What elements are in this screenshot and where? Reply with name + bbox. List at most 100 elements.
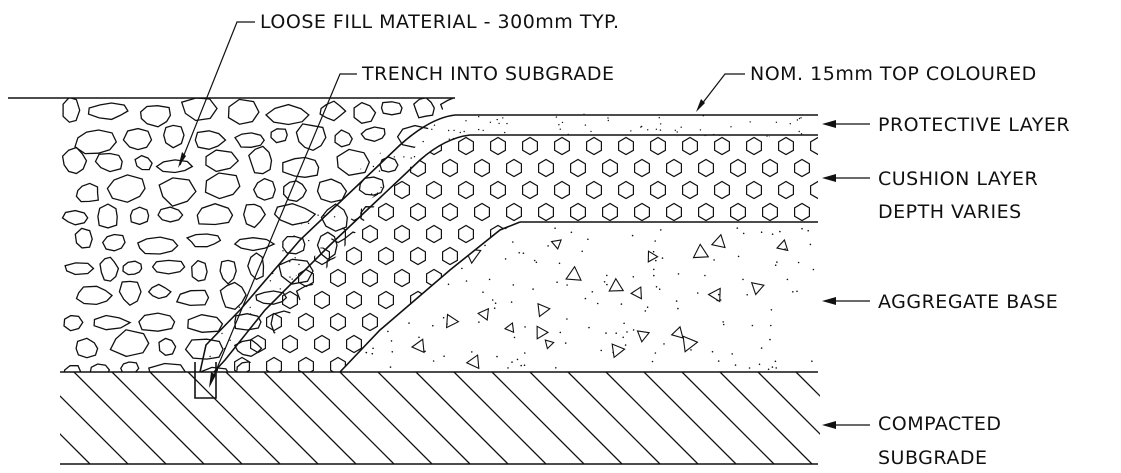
stipple-dot [335,278,338,281]
aggregate-dot [624,344,627,346]
stipple-dot [227,200,230,202]
stipple-dot [735,110,736,111]
stipple-dot [693,286,695,288]
stipple-dot [426,259,428,262]
stipple-dot [456,297,459,300]
stipple-dot [475,219,477,221]
stipple-dot [409,198,411,201]
stipple-dot [766,210,769,212]
hexagon [793,202,811,222]
stipple-dot [751,333,753,335]
stipple-dot [570,277,572,279]
stipple-dot [556,360,558,362]
hexagon [777,224,795,244]
stipple-dot [478,128,480,131]
stipple-dot [259,232,261,234]
hexagon [537,290,555,310]
stipple-dot [745,342,747,344]
stipple-dot [423,182,425,185]
stipple-dot [374,352,376,354]
label-cushion-layer: CUSHION LAYER [878,168,1038,190]
stipple-dot [243,192,245,194]
arrowhead-protective [822,120,836,128]
stipple-dot [709,239,711,241]
hexagon [458,136,474,156]
stipple-dot [497,210,499,212]
hexagon [330,356,346,372]
stipple-dot [797,210,800,212]
aggregate-dot [690,349,692,351]
stipple-dot [628,229,630,231]
stipple-dot [578,309,580,312]
stipple-dot [601,154,603,156]
hexagon [394,180,410,200]
stipple-dot [328,175,331,177]
stipple-dot [732,199,734,202]
stipple-dot [799,213,801,215]
aggregate-dot [584,297,587,300]
aggregate-dot [432,360,435,362]
hexagon [490,268,506,288]
stipple-dot [306,333,308,336]
aggregate-dot [769,338,771,341]
stipple-dot [639,312,641,314]
hexagon [793,158,811,178]
rock [413,98,435,119]
stipple-dot [515,339,517,341]
hexagon [809,224,818,244]
stipple-dot [541,136,543,138]
hexagon [442,290,458,310]
stipple-dot [555,334,558,336]
stipple-dot [498,192,500,194]
hexagon [745,136,763,156]
stipple-dot [786,325,788,327]
stipple-dot [667,374,668,375]
stipple-dot [359,168,362,170]
hexagon [697,158,715,178]
stipple-dot [768,136,771,138]
stipple-dot [489,322,491,324]
hexagon [330,224,346,244]
rock [196,203,234,226]
stipple-dot [596,319,599,321]
hexagon [537,246,555,266]
aggregate-dot [471,351,473,353]
stipple-dot [495,150,497,152]
stipple-dot [240,179,243,182]
stipple-dot [770,164,772,166]
stipple-dot [215,231,217,233]
aggregate-dot [507,367,509,369]
aggregate-dot [654,352,657,354]
rock [136,236,179,255]
hexagon [490,312,506,332]
aggregate-dot [779,230,781,233]
stipple-dot [804,236,807,238]
stipple-dot [241,234,243,236]
stipple-dot [384,373,385,374]
stipple-dot [730,126,732,128]
hexagon [569,334,587,354]
stipple-dot [432,287,434,289]
stipple-dot [325,158,327,160]
stipple-dot [548,151,550,153]
stipple-dot [687,168,690,171]
stipple-dot [350,117,352,120]
stipple-dot [496,218,498,220]
stipple-dot [313,321,316,323]
stipple-dot [374,205,377,207]
label-trench: TRENCH INTO SUBGRADE [361,63,615,85]
stipple-dot [500,159,502,161]
hexagon [729,290,747,310]
rock [185,233,222,248]
rock [204,172,241,200]
stipple-dot [612,155,614,158]
stipple-dot [298,263,300,266]
stipple-dot [265,262,268,264]
aggregate-dot [359,324,361,326]
stipple-dot [579,328,581,331]
stipple-dot [451,272,454,275]
hexagon [809,136,818,156]
aggregate-dot [722,323,725,326]
stipple-dot [816,299,818,301]
stipple-dot [431,128,433,130]
